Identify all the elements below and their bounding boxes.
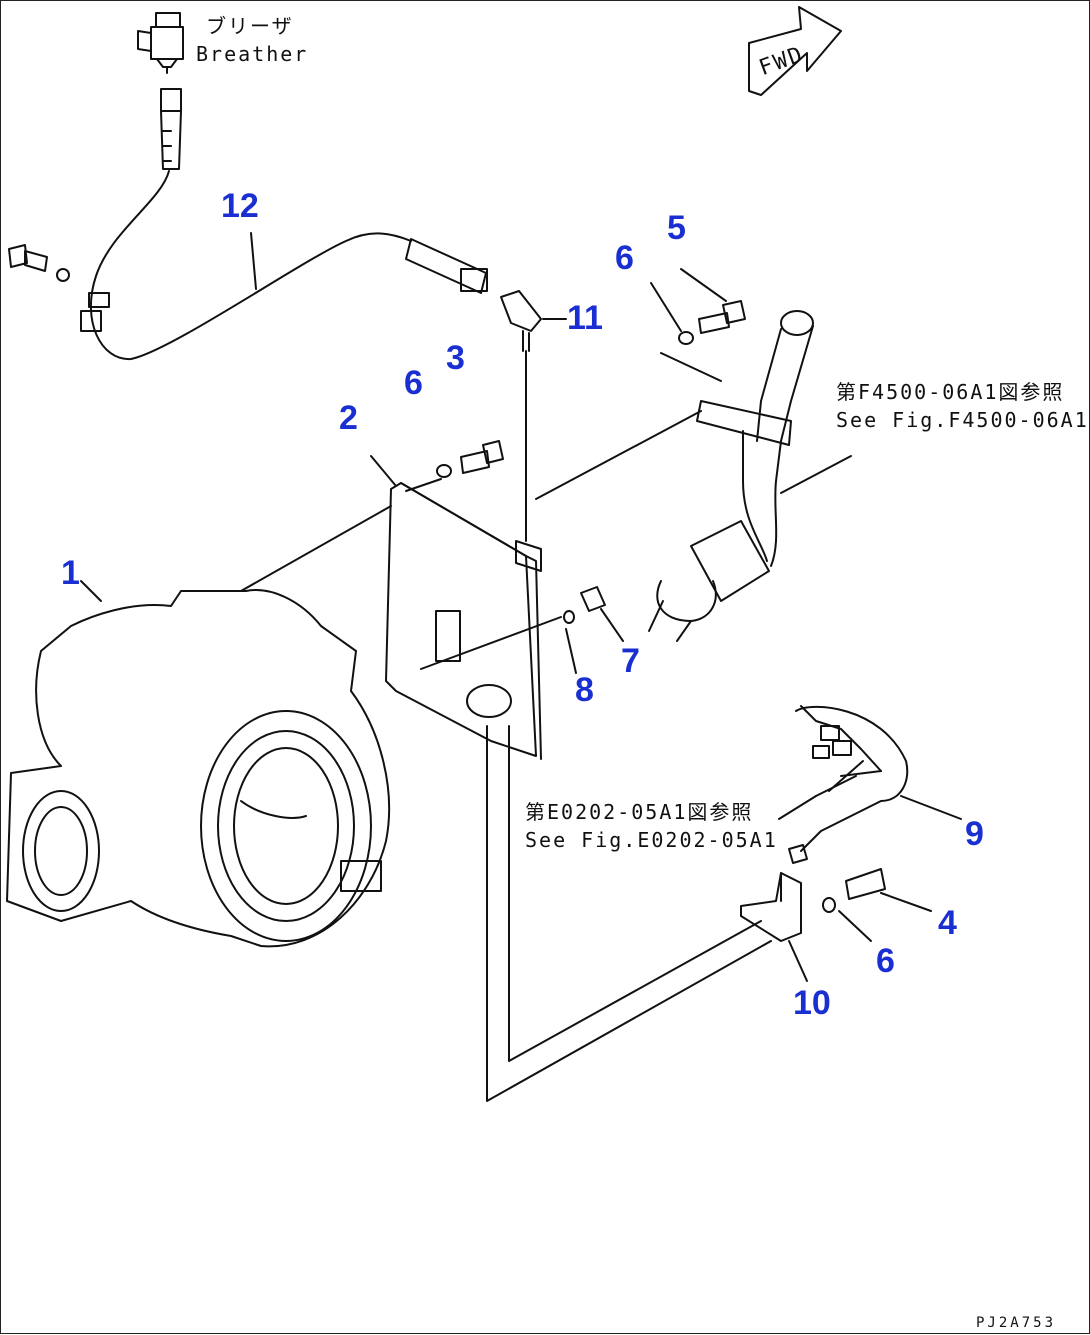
filler-tube-drawing — [535, 310, 852, 642]
tube-12-drawing — [8, 170, 488, 361]
part-label-2: 2 — [339, 399, 358, 437]
ref-f4500-jp-text: 第F4500-06A1図参照 — [836, 380, 1065, 404]
part-label-10: 10 — [793, 984, 831, 1022]
part-label-7: 7 — [621, 642, 640, 680]
elbow-11-drawing — [500, 290, 567, 542]
breather-jp-text: ブリーザ — [206, 14, 294, 38]
pipe-drawing — [486, 725, 772, 1102]
part-label-6b: 6 — [404, 364, 423, 402]
part-label-11: 11 — [567, 299, 603, 337]
cover-2-drawing — [370, 455, 542, 760]
breather-drawing — [137, 12, 184, 170]
bolt-3-drawing — [436, 440, 504, 478]
harness-9-drawing — [788, 705, 962, 864]
part-label-8: 8 — [575, 671, 594, 709]
fwd-arrow-drawing — [748, 6, 842, 96]
figure-code-text: PJ2A753 — [976, 1315, 1057, 1331]
part-label-3: 3 — [446, 339, 465, 377]
bracket-10-drawing — [740, 868, 932, 982]
part-label-12: 12 — [221, 187, 259, 225]
ref-f4500-en-text: See Fig.F4500-06A1 — [836, 408, 1089, 432]
breather-en-text: Breather — [196, 42, 309, 66]
part-label-9: 9 — [965, 815, 984, 853]
housing-1-drawing — [6, 505, 392, 948]
part-label-4: 4 — [938, 904, 957, 942]
part-label-1: 1 — [61, 554, 80, 592]
part-label-6c: 6 — [876, 942, 895, 980]
ref-e0202-jp-text: 第E0202-05A1図参照 — [525, 800, 754, 824]
part-label-5: 5 — [667, 209, 686, 247]
bolt-5-drawing — [650, 268, 746, 345]
part-label-6a: 6 — [615, 239, 634, 277]
ref-e0202-en-text: See Fig.E0202-05A1 — [525, 828, 778, 852]
plug-7-drawing — [420, 586, 624, 674]
leader-lines — [778, 775, 857, 820]
